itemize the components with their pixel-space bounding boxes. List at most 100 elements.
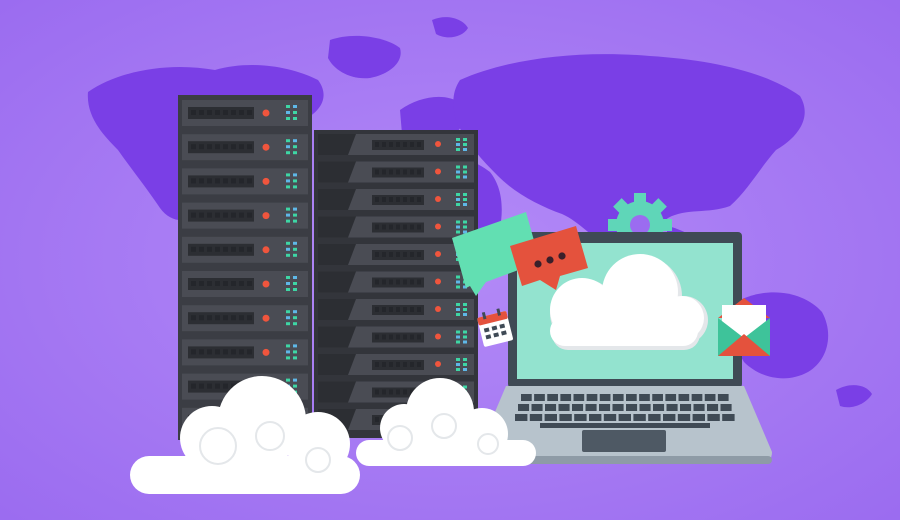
rack-slant — [318, 161, 356, 183]
vent-dot — [191, 212, 196, 218]
vent-dot — [375, 389, 379, 395]
status-led — [286, 139, 290, 143]
vent-dot — [247, 315, 252, 321]
vent-dot — [247, 212, 252, 218]
vent-dot — [223, 110, 228, 115]
status-led — [456, 148, 460, 151]
vent-dot — [410, 334, 414, 340]
status-led — [286, 247, 290, 251]
vent-dot — [389, 362, 393, 367]
status-led-red — [435, 333, 441, 340]
keyboard-key — [707, 404, 719, 411]
status-led — [463, 225, 467, 229]
vent-dot — [396, 362, 400, 367]
status-led — [293, 219, 297, 223]
vent-dot — [410, 279, 414, 285]
status-led — [463, 335, 467, 339]
vent-dot — [375, 279, 379, 285]
status-led — [293, 241, 297, 245]
rack-slant — [318, 134, 356, 155]
status-led — [286, 117, 290, 120]
keyboard-key — [720, 404, 732, 411]
status-led — [463, 285, 467, 289]
keyboard-key — [534, 394, 545, 401]
status-led — [286, 105, 290, 108]
vent-dot — [247, 144, 252, 150]
status-led — [463, 303, 467, 306]
status-led — [293, 282, 297, 285]
vent-dot — [223, 315, 228, 321]
keyboard-key — [547, 394, 558, 401]
vent-dot — [396, 169, 400, 175]
status-led — [293, 207, 297, 211]
keyboard-key — [612, 394, 624, 401]
status-led — [463, 138, 467, 141]
vent-dot — [231, 144, 236, 150]
status-led-red — [262, 143, 270, 151]
vent-dot — [223, 383, 228, 389]
vent-dot — [207, 212, 212, 218]
rack-slant — [318, 354, 356, 375]
keyboard-key — [692, 414, 705, 421]
status-led — [463, 308, 467, 311]
status-led — [463, 170, 467, 174]
vent-dot — [247, 178, 252, 184]
vent-dot — [191, 144, 196, 150]
keyboard-key — [515, 414, 528, 421]
vent-dot — [389, 252, 393, 257]
status-led — [286, 282, 290, 285]
vent-dot — [207, 281, 212, 286]
vent-dot — [207, 144, 212, 150]
vent-dot — [191, 383, 196, 389]
cloud-icon-small — [356, 378, 536, 466]
keyboard-key — [652, 394, 663, 401]
vent-dot — [375, 197, 379, 202]
calendar-icon — [477, 308, 513, 347]
vent-dot — [191, 178, 196, 184]
vent-dot — [215, 178, 220, 184]
vent-dot — [389, 142, 393, 147]
vent-dot — [382, 169, 386, 175]
vent-dot — [239, 144, 244, 150]
vent-dot — [410, 197, 414, 202]
keyboard-key — [626, 394, 637, 401]
vent-dot — [199, 212, 204, 218]
keyboard-key — [678, 394, 690, 401]
status-led — [293, 105, 297, 108]
status-led — [463, 358, 467, 361]
rack-vent — [188, 243, 254, 256]
vent-dot — [375, 224, 379, 230]
vent-dot — [389, 169, 393, 175]
status-led — [286, 350, 290, 354]
vent-dot — [403, 169, 407, 175]
vent-dot — [223, 349, 228, 355]
keyboard-key — [560, 394, 572, 401]
rack-slant — [318, 189, 356, 210]
status-led — [463, 165, 467, 169]
vent-dot — [239, 246, 244, 252]
status-led — [293, 111, 297, 114]
vent-dot — [410, 169, 414, 175]
status-led — [286, 316, 290, 320]
vent-dot — [382, 362, 386, 367]
status-led — [286, 310, 290, 314]
vent-dot — [215, 383, 220, 389]
keyboard-key — [677, 414, 691, 421]
vent-dot — [382, 334, 386, 340]
vent-dot — [231, 246, 236, 252]
vent-dot — [231, 178, 236, 184]
vent-dot — [231, 383, 236, 389]
chat-bubble-icon — [510, 226, 588, 290]
vent-dot — [382, 252, 386, 257]
vent-dot — [191, 281, 196, 286]
rack-vent — [188, 278, 254, 290]
vent-dot — [396, 252, 400, 257]
vent-dot — [382, 224, 386, 230]
status-led — [463, 368, 467, 371]
status-led — [456, 175, 460, 179]
vent-dot — [207, 246, 212, 252]
status-led — [456, 303, 460, 306]
vent-dot — [223, 281, 228, 286]
status-led — [293, 247, 297, 251]
envelope-icon — [718, 298, 770, 356]
